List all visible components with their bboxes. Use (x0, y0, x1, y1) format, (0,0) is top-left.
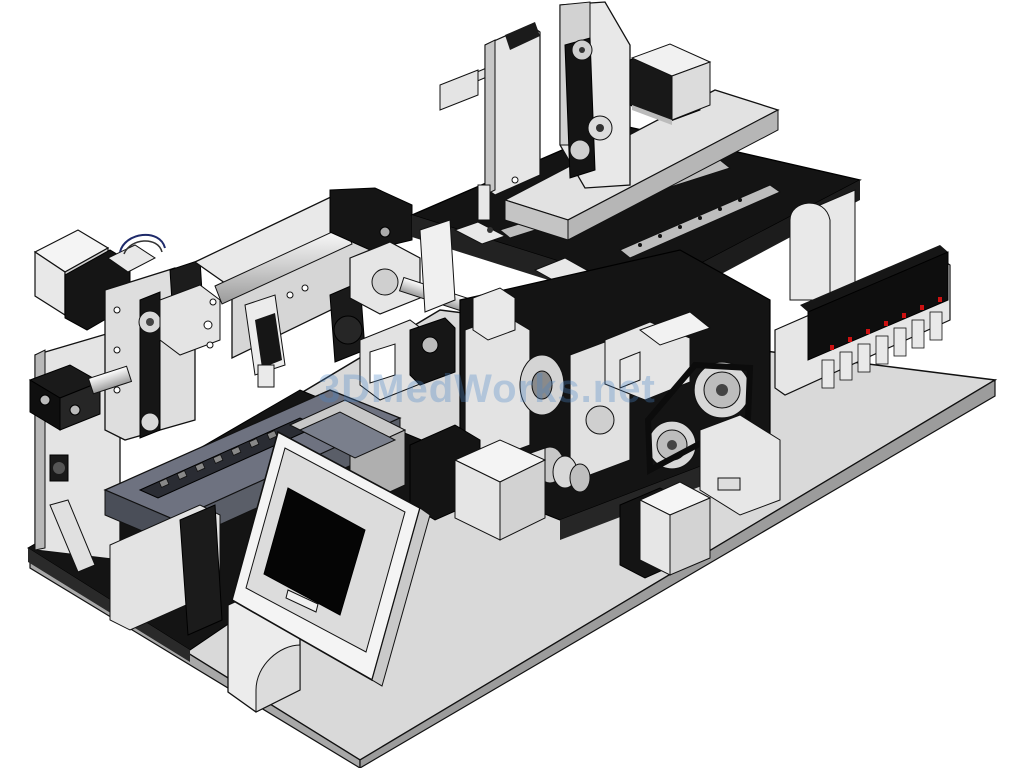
fixture-pin-row (158, 430, 278, 488)
hmi-display-screen (263, 487, 366, 616)
valve-indicator-icon (830, 297, 942, 350)
lower-center-stepper-motor (409, 424, 547, 541)
solenoid-valve-manifold (774, 245, 951, 396)
rail-bolt-row (638, 198, 742, 247)
timing-pulley-upper-icon (693, 361, 751, 419)
timing-pulley-lower-icon (647, 420, 697, 470)
large-pulley-icon (519, 354, 565, 416)
left-vertical-axis (104, 259, 221, 441)
watermark-text: 3DMedWorks.net (318, 367, 656, 411)
upper-left-linear-guide (193, 187, 413, 388)
lower-right-stepper-motor (619, 481, 712, 579)
top-gantry (439, 1, 780, 241)
valve-bank (800, 245, 949, 389)
left-stepper-motor (33, 229, 166, 331)
hmi-touchscreen (227, 430, 431, 713)
left-pneumatic-block (28, 364, 133, 431)
